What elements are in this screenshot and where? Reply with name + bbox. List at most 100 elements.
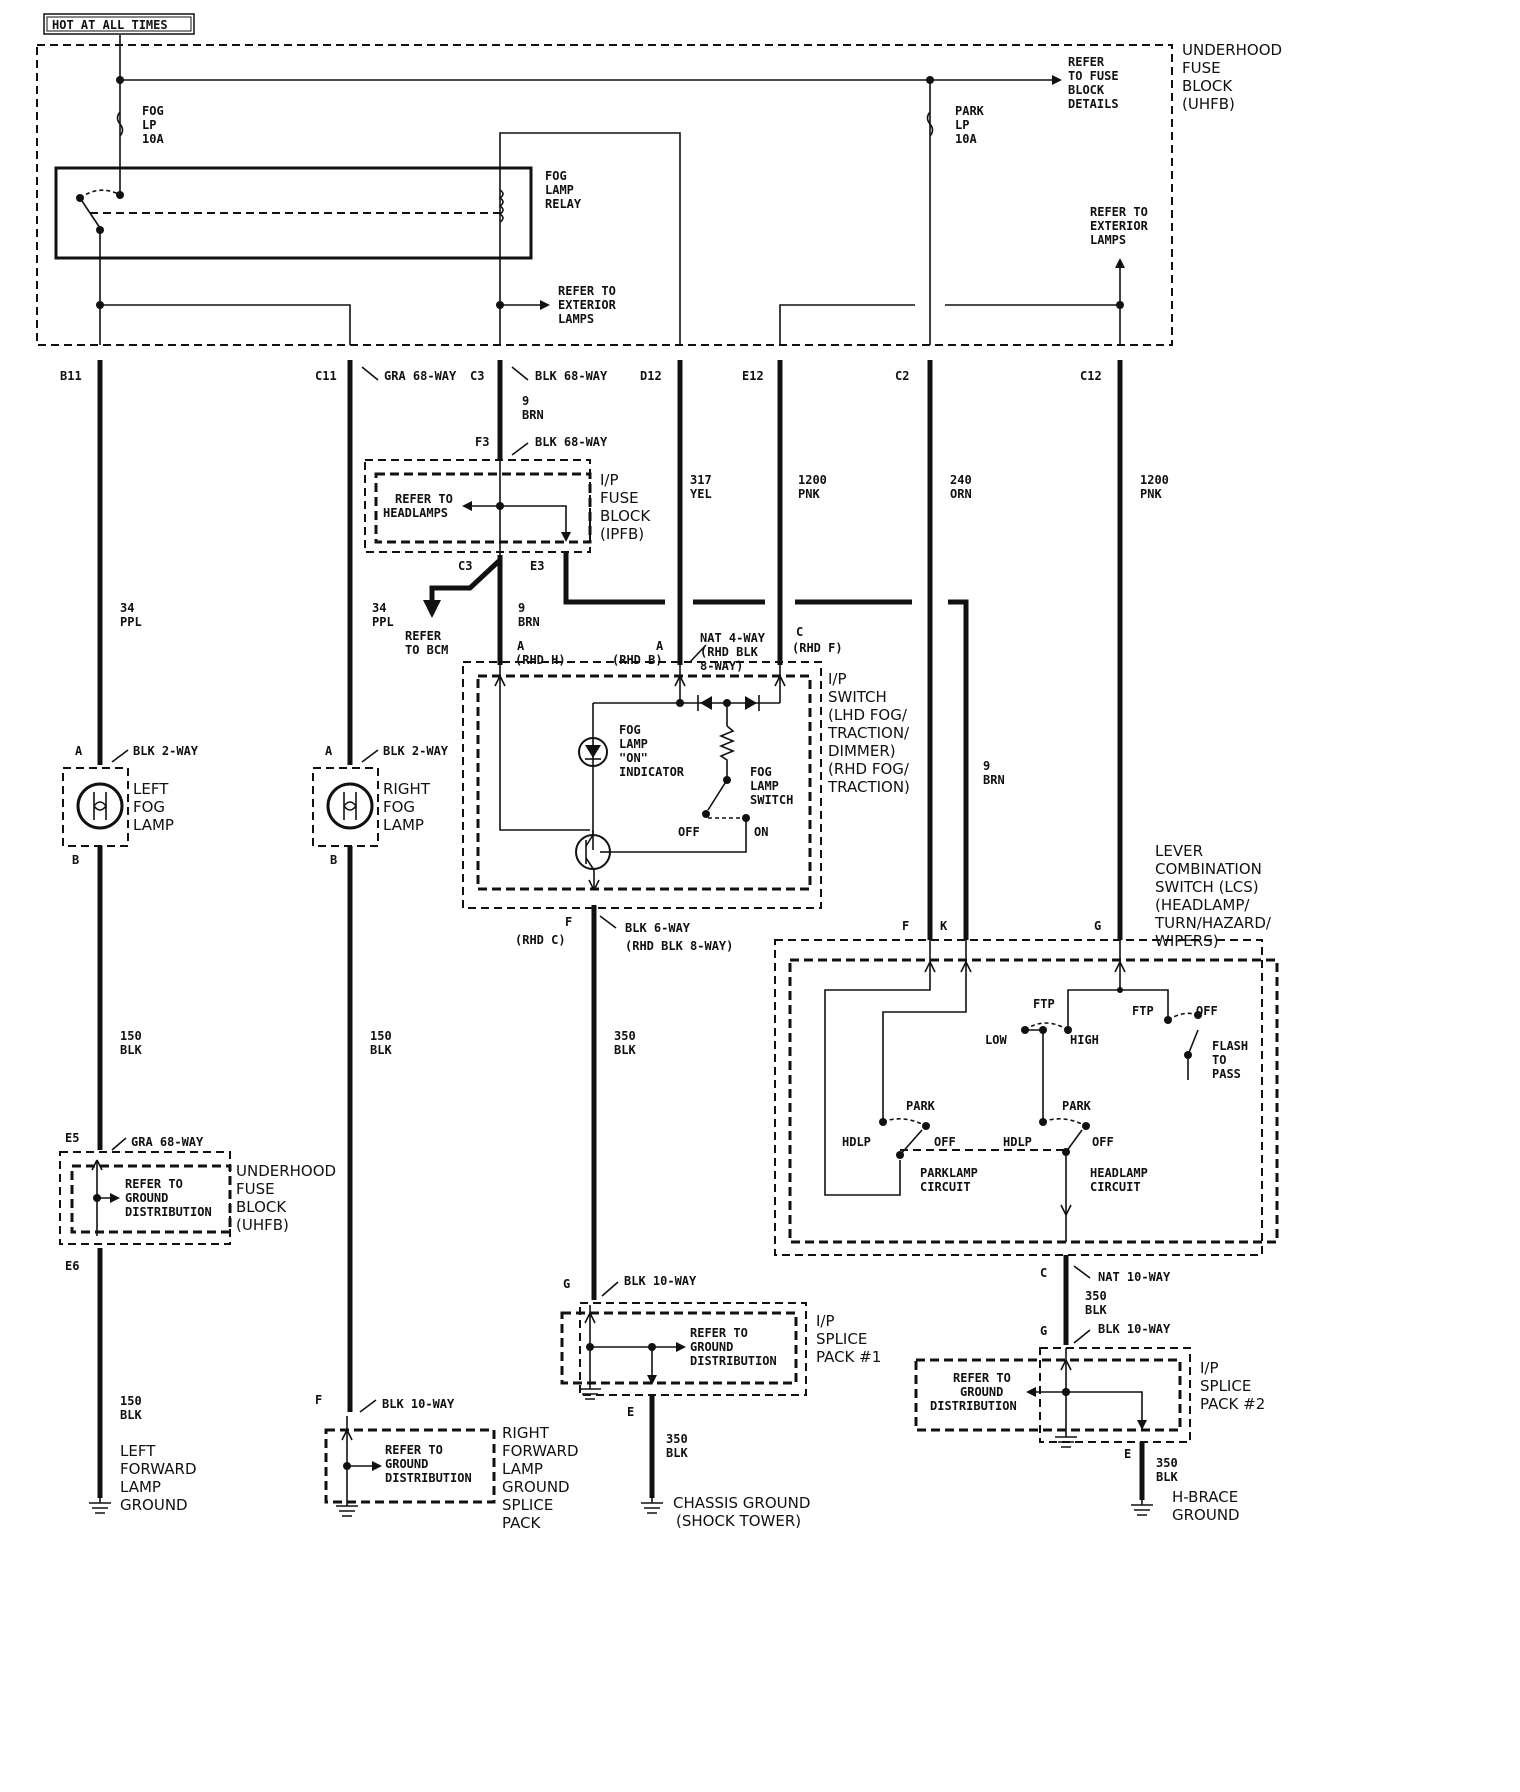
svg-text:(RHD C): (RHD C) — [515, 933, 566, 947]
conn-f-right: F — [315, 1393, 322, 1407]
svg-text:BLK 6-WAY: BLK 6-WAY — [625, 921, 691, 935]
conn-e3: E3 — [530, 559, 544, 573]
svg-text:REFER TO: REFER TO — [953, 1371, 1011, 1385]
svg-text:PARK: PARK — [955, 104, 985, 118]
svg-text:LAMPS: LAMPS — [1090, 233, 1126, 247]
splice-pack-1-outer — [579, 1302, 807, 1396]
svg-text:PNK: PNK — [798, 487, 820, 501]
splice-pack-2-title: I/P SPLICE PACK #2 — [1200, 1359, 1265, 1413]
wire-9-brn-mid-label: 9 BRN — [518, 601, 540, 629]
svg-text:INDICATOR: INDICATOR — [619, 765, 685, 779]
resistor-icon — [718, 725, 736, 780]
exterior-lamps-ref-1: REFER TO EXTERIOR LAMPS — [558, 284, 617, 326]
svg-text:317: 317 — [690, 473, 712, 487]
conn-b-right: B — [330, 853, 337, 867]
uhfb-connector-labels: B11 C11 GRA 68-WAY C3 BLK 68-WAY D12 E12… — [60, 369, 1102, 383]
right-fog-lamp-box — [312, 767, 379, 847]
svg-text:LAMP: LAMP — [383, 816, 424, 834]
svg-text:UNDERHOOD: UNDERHOOD — [236, 1162, 336, 1180]
right-fog-lamp-label: RIGHT FOG LAMP — [383, 780, 431, 834]
svg-text:C11: C11 — [315, 369, 337, 383]
svg-text:FOG: FOG — [545, 169, 567, 183]
svg-text:FOG: FOG — [142, 104, 164, 118]
fog-lamp-relay-box — [54, 166, 533, 260]
svg-text:REFER: REFER — [1068, 55, 1105, 69]
svg-text:PASS: PASS — [1212, 1067, 1241, 1081]
svg-text:BRN: BRN — [983, 773, 1005, 787]
svg-text:(IPFB): (IPFB) — [600, 525, 644, 543]
svg-text:SPLICE: SPLICE — [816, 1330, 867, 1348]
svg-text:LAMP: LAMP — [120, 1478, 161, 1496]
svg-text:LAMP: LAMP — [545, 183, 574, 197]
svg-text:10A: 10A — [955, 132, 977, 146]
lcs-inner-box — [788, 958, 1279, 1244]
wire-350-blk-d-label: 350 BLK — [1156, 1456, 1178, 1484]
svg-text:NAT 4-WAY: NAT 4-WAY — [700, 631, 766, 645]
svg-text:GROUND: GROUND — [120, 1496, 188, 1514]
transistor-icon — [575, 834, 612, 871]
svg-text:150: 150 — [120, 1394, 142, 1408]
park-lamp-fuse: PARK LP 10A — [926, 104, 985, 146]
hot-at-all-times-box — [43, 13, 195, 35]
svg-text:OFF: OFF — [1196, 1004, 1218, 1018]
svg-text:FUSE: FUSE — [236, 1180, 275, 1198]
lcs-title: LEVER COMBINATION SWITCH (LCS) (HEADLAMP… — [1154, 842, 1272, 950]
svg-text:FTP: FTP — [1132, 1004, 1154, 1018]
conn-b-left: B — [72, 853, 79, 867]
svg-text:SPLICE: SPLICE — [1200, 1377, 1251, 1395]
svg-text:(UHFB): (UHFB) — [1182, 95, 1235, 113]
svg-text:TURN/HAZARD/: TURN/HAZARD/ — [1154, 914, 1272, 932]
wire-350-blk-c-label: 350 BLK — [1085, 1289, 1107, 1317]
svg-text:BRN: BRN — [522, 408, 544, 422]
svg-text:BLOCK: BLOCK — [1182, 77, 1233, 95]
svg-text:REFER TO: REFER TO — [558, 284, 616, 298]
svg-text:PACK #1: PACK #1 — [816, 1348, 881, 1366]
svg-text:34: 34 — [372, 601, 386, 615]
svg-text:350: 350 — [666, 1432, 688, 1446]
svg-text:SWITCH (LCS): SWITCH (LCS) — [1155, 878, 1259, 896]
svg-text:DETAILS: DETAILS — [1068, 97, 1119, 111]
headlamps-ref: REFER TO HEADLAMPS — [383, 492, 453, 520]
h-brace-ground-label: H-BRACE GROUND — [1172, 1488, 1240, 1524]
svg-text:DIMMER): DIMMER) — [828, 742, 896, 760]
svg-text:(HEADLAMP/: (HEADLAMP/ — [1155, 896, 1250, 914]
left-forward-lamp-ground-label: LEFT FORWARD LAMP GROUND — [120, 1442, 197, 1514]
splice-pack-1-title: I/P SPLICE PACK #1 — [816, 1312, 881, 1366]
splice-pack-1-inner — [560, 1311, 798, 1385]
fog-lamp-fuse: FOG LP 10A — [116, 104, 164, 146]
svg-text:D12: D12 — [640, 369, 662, 383]
uhfb-title: UNDERHOOD FUSE BLOCK (UHFB) — [1182, 41, 1282, 113]
svg-text:TO: TO — [1212, 1053, 1226, 1067]
svg-text:BLK: BLK — [370, 1043, 392, 1057]
svg-text:9: 9 — [522, 394, 529, 408]
fog-lamp-on-indicator-label: FOG LAMP "ON" INDICATOR — [619, 723, 685, 779]
svg-text:RIGHT: RIGHT — [502, 1424, 550, 1442]
conn-e5: E5 — [65, 1131, 79, 1145]
svg-text:I/P: I/P — [816, 1312, 835, 1330]
h-brace-ground-symbol — [1131, 1500, 1153, 1516]
svg-text:OFF: OFF — [934, 1135, 956, 1149]
svg-text:I/P: I/P — [828, 670, 847, 688]
hot-at-all-times-label: HOT AT ALL TIMES — [52, 18, 168, 32]
svg-text:FOG: FOG — [619, 723, 641, 737]
svg-text:(RHD BLK: (RHD BLK — [700, 645, 759, 659]
svg-text:C2: C2 — [895, 369, 909, 383]
conn-a-left: A — [75, 744, 83, 758]
svg-text:(LHD FOG/: (LHD FOG/ — [828, 706, 908, 724]
svg-text:LAMP: LAMP — [619, 737, 648, 751]
svg-text:OFF: OFF — [1092, 1135, 1114, 1149]
svg-text:FUSE: FUSE — [600, 489, 639, 507]
svg-text:I/P: I/P — [1200, 1359, 1219, 1377]
svg-text:BLK: BLK — [614, 1043, 636, 1057]
svg-text:HEADLAMP: HEADLAMP — [1090, 1166, 1148, 1180]
svg-text:BLK: BLK — [1085, 1303, 1107, 1317]
fog-switch-off-label: OFF — [678, 825, 700, 839]
conn-f3: F3 — [475, 435, 489, 449]
svg-text:TO BCM: TO BCM — [405, 643, 448, 657]
splice-pack-2-ground-symbol — [1055, 1432, 1077, 1448]
svg-text:LAMP: LAMP — [133, 816, 174, 834]
svg-text:BLOCK: BLOCK — [600, 507, 651, 525]
svg-text:GRA 68-WAY: GRA 68-WAY — [384, 369, 457, 383]
svg-text:CIRCUIT: CIRCUIT — [920, 1180, 971, 1194]
svg-text:10A: 10A — [142, 132, 164, 146]
